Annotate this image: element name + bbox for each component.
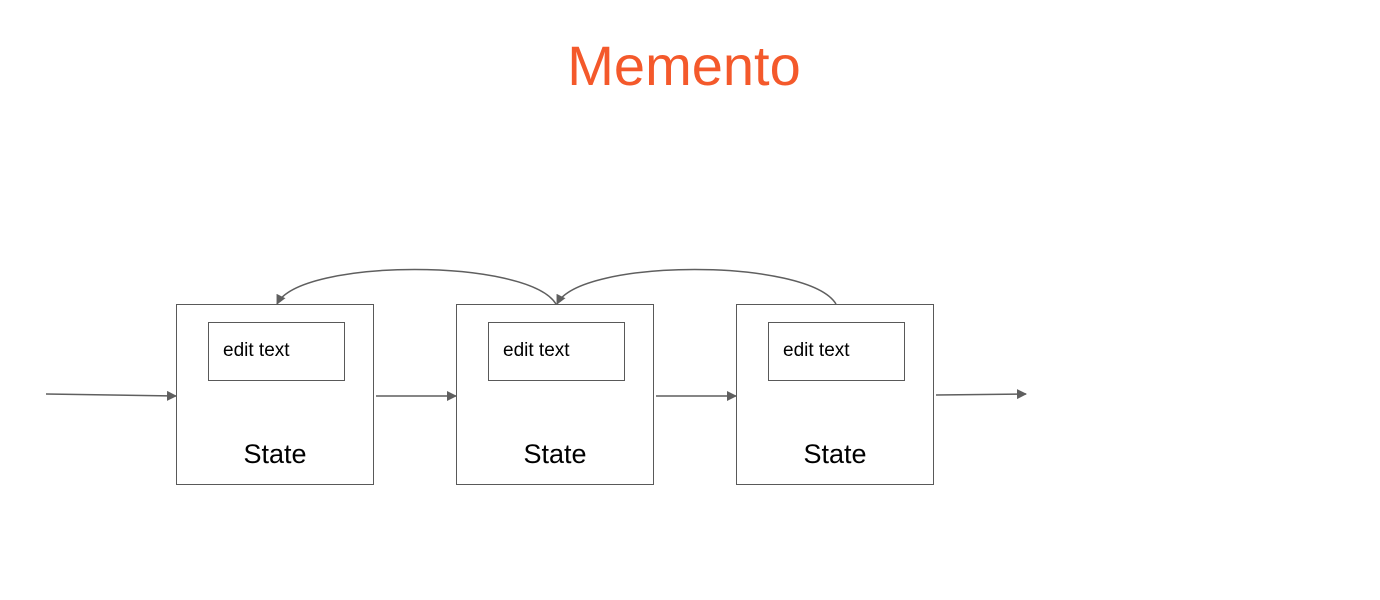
edit-text-label: edit text [503, 340, 570, 361]
edit-text-label: edit text [783, 340, 850, 361]
state-box: edit text State [456, 304, 654, 485]
state-label: State [243, 439, 307, 469]
edit-text-box: edit text [768, 322, 905, 381]
undo-arrow-state-3-to-state-2 [556, 268, 837, 305]
outgoing-arrow [935, 389, 1027, 400]
incoming-arrow [45, 390, 177, 401]
state-label: State [523, 439, 587, 469]
slide-title: Memento [567, 34, 801, 97]
undo-arrow-state-2-to-state-1 [276, 268, 557, 305]
state-box: edit text State [176, 304, 374, 485]
state-box: edit text State [736, 304, 934, 485]
state-label: State [803, 439, 867, 469]
edit-text-box: edit text [208, 322, 345, 381]
edit-text-box: edit text [488, 322, 625, 381]
edit-text-label: edit text [223, 340, 290, 361]
